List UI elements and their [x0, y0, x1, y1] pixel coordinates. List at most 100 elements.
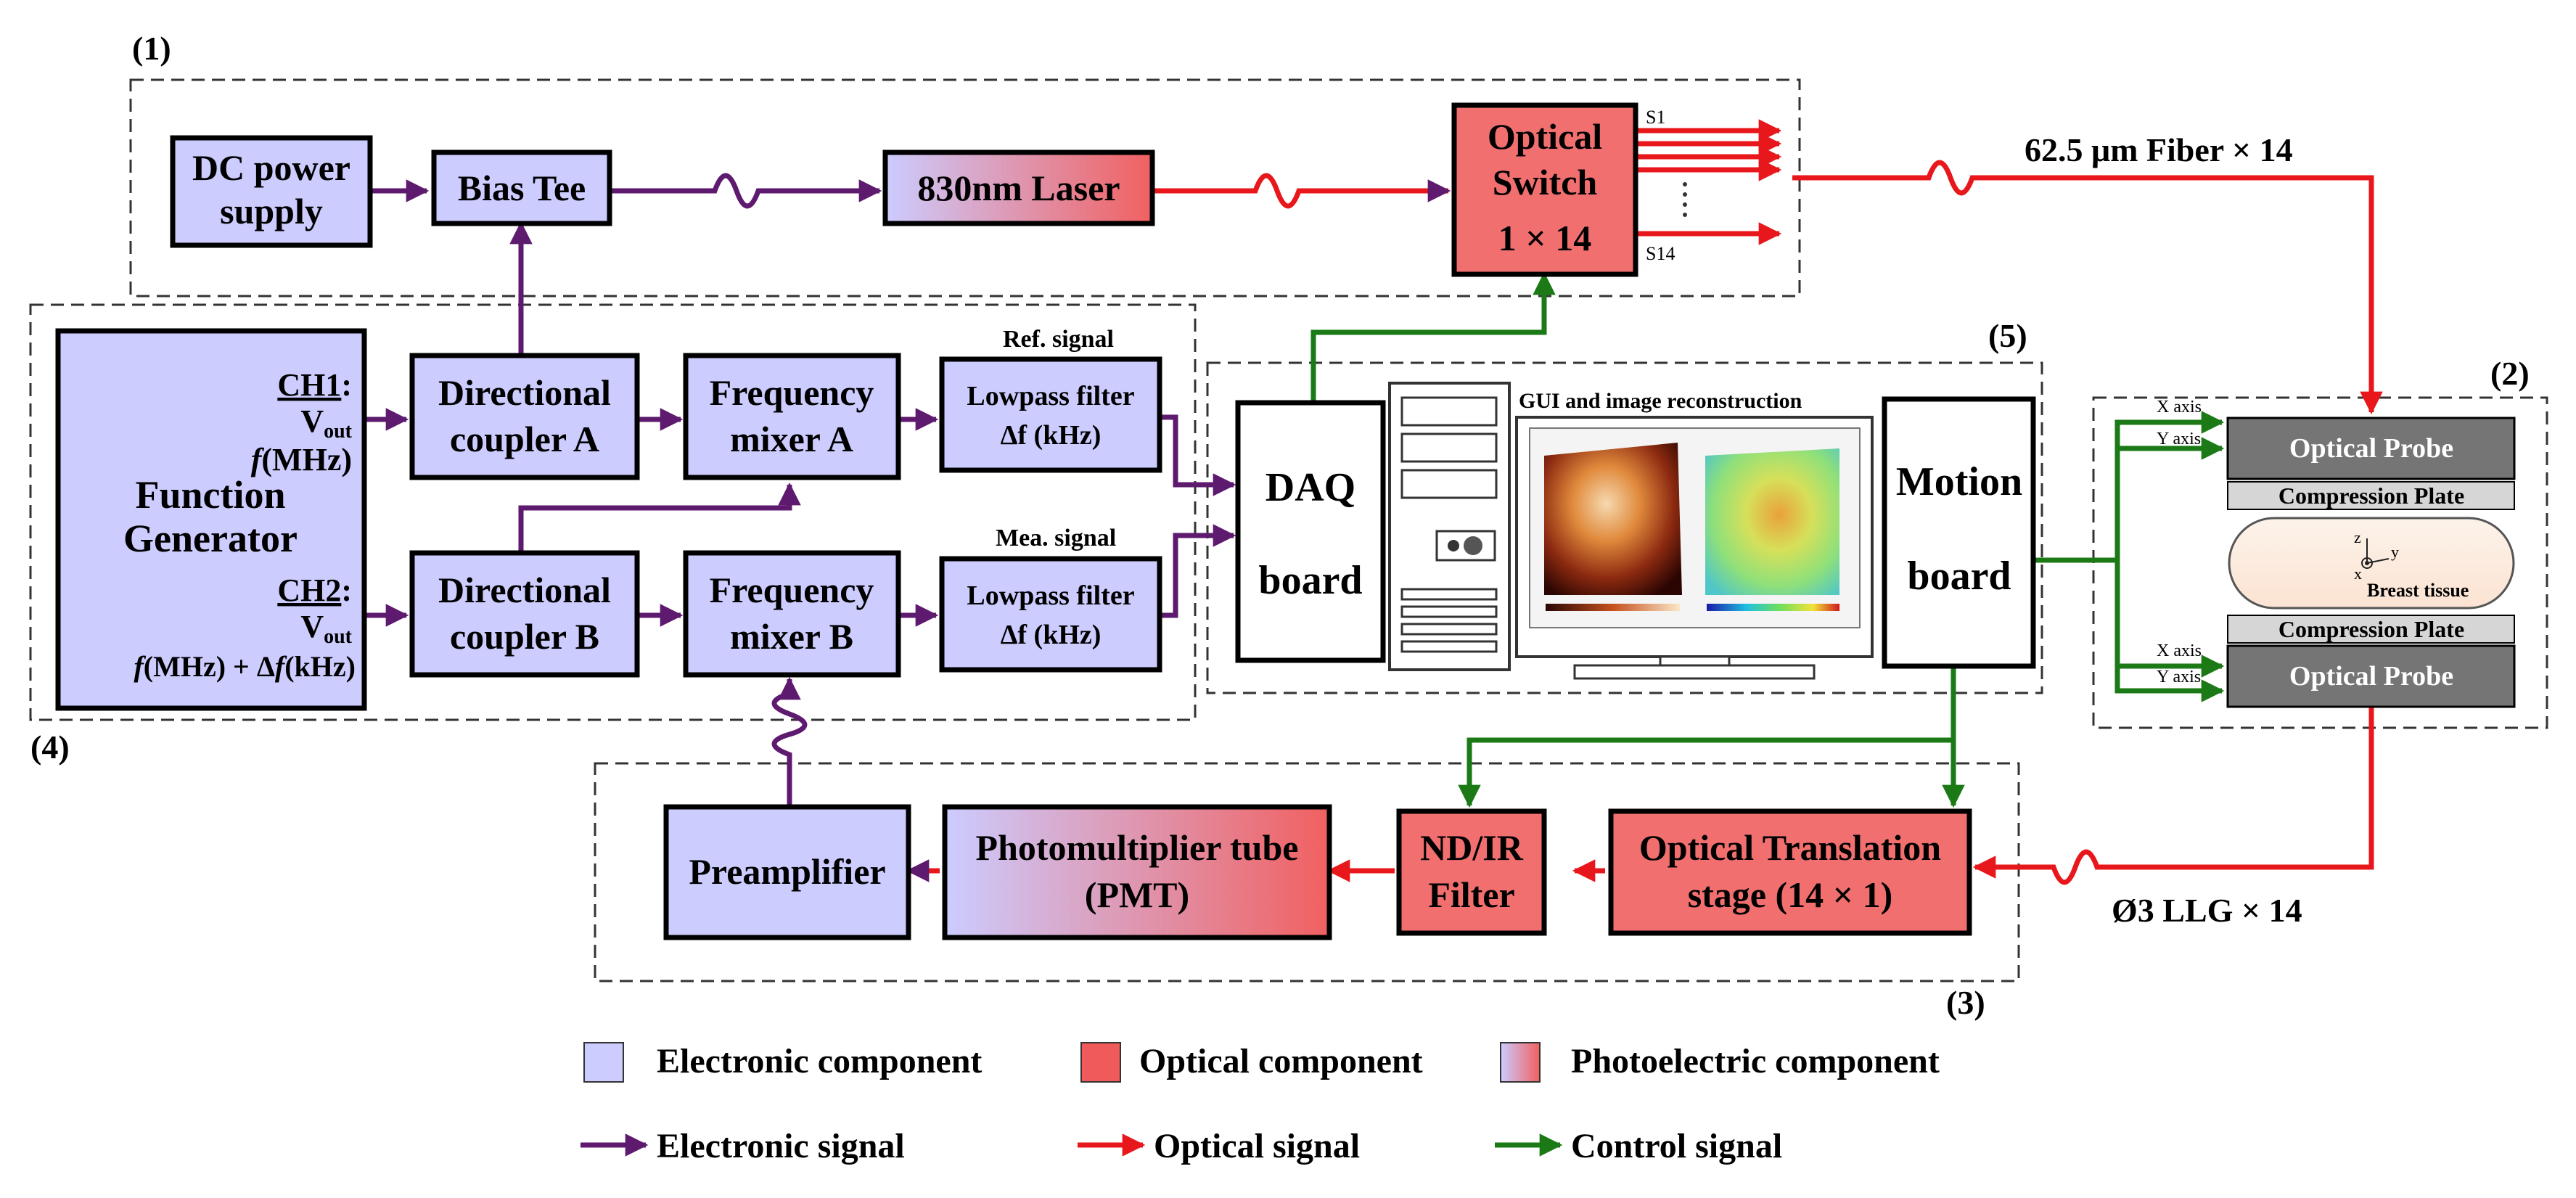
mixer-a-label-1: Frequency	[710, 372, 874, 413]
optical-switch-label-1: Optical	[1488, 116, 1602, 157]
fg-f1-unit: (MHz)	[261, 442, 352, 477]
daq-block: DAQ board	[1235, 400, 1386, 663]
coupler-a-label-1: Directional	[438, 372, 611, 413]
fiber-to-probe-line	[1792, 160, 2383, 415]
motion-label-1: Motion	[1896, 459, 2022, 504]
axis-x-label: x	[2354, 565, 2362, 583]
preamp-to-mixerB-line	[771, 676, 808, 807]
section-2-number: (2)	[2490, 355, 2530, 392]
legend-optical-component: Optical component	[1139, 1042, 1423, 1080]
compression-plate-bottom-label: Compression Plate	[2278, 616, 2464, 642]
colorbar-2	[1707, 604, 1839, 611]
axis-glyph-icon	[2361, 538, 2390, 569]
nd-filter-label-2: Filter	[1428, 874, 1514, 915]
translation-label-1: Optical Translation	[1639, 827, 1941, 868]
mixer-a-label-2: mixer A	[730, 419, 853, 459]
daq-to-switch-line	[1310, 271, 1556, 403]
motion-label-2: board	[1907, 554, 2011, 599]
function-generator-block: CH1: Vout f(MHz) Function Generator CH2:…	[55, 328, 367, 711]
fg-ch2: CH2	[277, 573, 341, 608]
section-1-number: (1)	[132, 30, 171, 67]
electronic-signal-lines	[364, 173, 1236, 807]
optical-probe-top-label: Optical Probe	[2289, 433, 2453, 464]
preamp-block: Preamplifier	[663, 804, 911, 940]
fg-f2-c: f	[275, 650, 287, 683]
legend-optical-signal: Optical signal	[1154, 1127, 1360, 1165]
optical-probe-bottom-label: Optical Probe	[2289, 661, 2453, 692]
lowpass-b-block: Lowpass filter Δf (kHz)	[939, 556, 1162, 673]
section-4-number: (4)	[30, 729, 70, 766]
breast-tissue-label: Breast tissue	[2367, 580, 2469, 601]
reconstruction-image-2	[1705, 448, 1839, 595]
optical-switch-label-2: Switch	[1493, 162, 1598, 202]
lowpass-a-label-2: Δf (kHz)	[1001, 420, 1102, 451]
legend-photoelectric-component: Photoelectric component	[1571, 1042, 1940, 1080]
section-4-frame	[29, 303, 1197, 721]
compression-plate-bottom	[2227, 615, 2515, 644]
colorbar-1	[1546, 604, 1680, 611]
compression-plate-top	[2227, 481, 2515, 510]
y-axis-label-top: Y axis	[2157, 430, 2201, 448]
daq-label-1: DAQ	[1266, 465, 1355, 510]
optical-signal-lines	[906, 119, 2383, 885]
couplerB-to-mixerA-line	[518, 482, 801, 553]
section-numbers: (1) (2) (3) (4) (5)	[30, 30, 2530, 1021]
mixer-b-label-2: mixer B	[730, 616, 853, 657]
coupler-a-label-2: coupler A	[450, 419, 599, 459]
optical-switch-block: Optical Switch 1 × 14	[1451, 102, 1638, 277]
legend-electronic-component: Electronic component	[657, 1042, 982, 1080]
lowpass-b-label-1: Lowpass filter	[967, 580, 1134, 611]
y-axis-label-bottom: Y axis	[2157, 668, 2201, 686]
svg-text:f(MHz): f(MHz)	[251, 442, 352, 477]
mixer-a-block: Frequency mixer A	[683, 353, 901, 480]
mea-signal-label: Mea. signal	[996, 525, 1116, 551]
optical-probe-top	[2226, 417, 2516, 480]
svg-text:f(MHz) + Δf(kHz): f(MHz) + Δf(kHz)	[134, 650, 356, 683]
control-signal-lines	[1310, 271, 2225, 808]
ref-signal-label: Ref. signal	[1003, 326, 1114, 353]
legend-electronic-swatch	[583, 1042, 624, 1083]
probe-assembly: X axis Y axis Optical Probe Compression …	[2157, 398, 2516, 708]
motion-to-nd-line	[1458, 737, 1953, 808]
translation-stage-block: Optical Translation stage (14 × 1)	[1608, 808, 1972, 936]
fiber-label: 62.5 μm Fiber × 14	[2025, 131, 2293, 168]
svg-text:CH2:: CH2:	[277, 573, 352, 608]
legend: Electronic component Optical component P…	[581, 1042, 1940, 1165]
x-axis-label-bottom: X axis	[2157, 641, 2202, 660]
optical-switch-label-3: 1 × 14	[1498, 218, 1592, 258]
legend-electronic-signal: Electronic signal	[657, 1127, 905, 1165]
laser-to-switch-line	[1152, 173, 1451, 209]
fg-vout-sub-1: out	[324, 420, 353, 443]
fg-f2-d: (kHz)	[284, 650, 356, 683]
lowpass-b-label-2: Δf (kHz)	[1001, 620, 1102, 650]
dc-power-label-1: DC power	[192, 147, 350, 188]
svg-text:Vout: Vout	[300, 609, 352, 648]
svg-text:CH1:: CH1:	[277, 367, 352, 403]
nd-filter-label-1: ND/IR	[1420, 827, 1524, 868]
lowpassB-to-daq-line	[1160, 524, 1236, 618]
nd-filter-block: ND/IR Filter	[1396, 808, 1547, 936]
coupler-a-block: Directional coupler A	[409, 353, 640, 480]
mixer-b-label-1: Frequency	[710, 570, 874, 610]
section-5-number: (5)	[1988, 317, 2027, 354]
fg-vout-2: V	[300, 609, 324, 644]
fg-ch1: CH1	[277, 367, 341, 403]
fg-title-1: Function	[135, 473, 285, 517]
dc-power-block: DC power supply	[170, 135, 373, 248]
coupler-b-label-2: coupler B	[450, 616, 599, 657]
fg-vout-sub-2: out	[324, 625, 353, 648]
fg-f1: f	[251, 442, 265, 477]
compression-plate-top-label: Compression Plate	[2278, 483, 2464, 509]
section-5-frame	[1206, 361, 2043, 694]
monitor-icon: GUI and image reconstruction	[1515, 389, 1874, 680]
bias-tee-block: Bias Tee	[431, 149, 612, 226]
pmt-label-1: Photomultiplier tube	[976, 827, 1299, 868]
legend-optical-swatch	[1080, 1042, 1121, 1083]
switch-s14-label: S14	[1646, 243, 1675, 264]
fg-ch1-colon: :	[341, 367, 352, 403]
translation-label-2: stage (14 × 1)	[1688, 874, 1893, 915]
pmt-label-2: (PMT)	[1085, 874, 1189, 915]
lowpassA-to-daq-line	[1160, 414, 1236, 496]
lowpass-a-label-1: Lowpass filter	[967, 381, 1134, 411]
probe-to-translation-line	[1972, 707, 2374, 885]
